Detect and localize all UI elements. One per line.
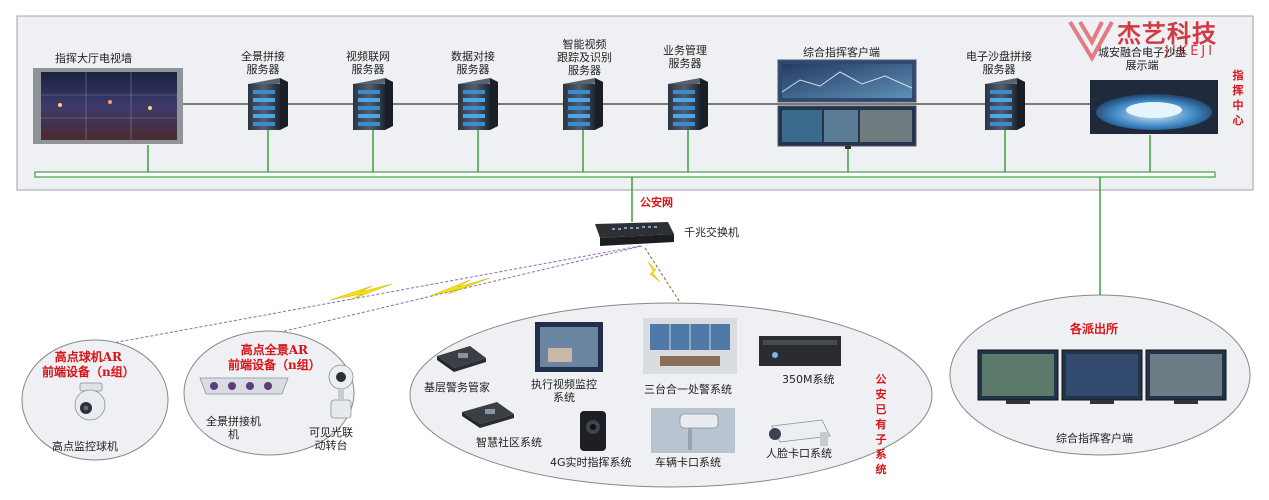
- label-ptz-camera: 可见光联 动转台: [309, 426, 353, 452]
- network-label: 公安网: [640, 196, 673, 209]
- label-station-client: 综合指挥客户端: [1056, 432, 1133, 445]
- community-device-icon: [462, 402, 514, 428]
- server-icon: [563, 78, 603, 130]
- panorama-camera-icon: [199, 377, 289, 395]
- radio-base-station-icon: [759, 336, 841, 366]
- server-icon: [458, 78, 498, 130]
- label-sandtable-display: 城安融合电子沙盘 展示端: [1098, 46, 1186, 72]
- label-smart-video-server: 智能视频 跟踪及识别 服务器: [557, 38, 612, 77]
- gigabit-switch: [595, 222, 674, 246]
- label-data-docking-server: 数据对接 服务器: [451, 50, 495, 76]
- network-bus: [34, 171, 1216, 178]
- wireless-links: [101, 245, 686, 346]
- police-device-icon: [437, 346, 486, 372]
- server-icon: [353, 78, 393, 130]
- station-monitors: [977, 349, 1227, 404]
- command-room-photo: [643, 318, 737, 374]
- label-vehicle-checkpoint: 车辆卡口系统: [655, 456, 721, 469]
- server-icon: [985, 78, 1025, 130]
- label-three-in-one: 三台合一处警系统: [644, 383, 732, 396]
- label-sandtable-server: 电子沙盘拼接 服务器: [966, 50, 1032, 76]
- switch-label: 千兆交换机: [684, 226, 739, 239]
- dome-camera-icon: [74, 382, 106, 421]
- server-icon: [248, 78, 288, 130]
- server-icons: [248, 78, 1025, 130]
- label-panorama-server: 全景拼接 服务器: [241, 50, 285, 76]
- face-camera-icon: [769, 419, 831, 446]
- vehicle-checkpoint-photo: [651, 408, 735, 453]
- panorama-group-title: 高点全景AR 前端设备（n组）: [228, 343, 321, 372]
- label-panorama-camera: 全景拼接机 机: [206, 415, 261, 441]
- label-face-checkpoint: 人脸卡口系统: [766, 447, 832, 460]
- ptz-camera-icon: [328, 364, 354, 419]
- body-camera-icon: [580, 411, 606, 451]
- label-business-server: 业务管理 服务器: [663, 44, 707, 70]
- label-police-steward: 基层警务管家: [424, 381, 490, 394]
- label-dome-camera: 高点监控球机: [52, 440, 118, 453]
- dome-group-title: 高点球机AR 前端设备（n组）: [42, 350, 135, 379]
- label-350m: 350M系统: [782, 373, 835, 386]
- video-wall-display: [33, 68, 183, 144]
- server-icon: [668, 78, 708, 130]
- company-logo-text: 杰艺科技: [1117, 20, 1217, 48]
- label-4g-command: 4G实时指挥系统: [550, 456, 632, 469]
- command-center-label: 指挥中心: [1232, 69, 1244, 127]
- command-client-screens: [777, 59, 917, 149]
- company-logo-english: JIKEJI: [1165, 44, 1216, 59]
- label-video-network-server: 视频联网 服务器: [346, 50, 390, 76]
- video-monitor-photo: [535, 322, 603, 372]
- command-center-panel: [16, 15, 1254, 191]
- sandtable-display-image: [1090, 80, 1218, 134]
- label-smart-community: 智慧社区系统: [476, 436, 542, 449]
- bus-drop-lines: [147, 130, 1151, 298]
- lightning-icons: [329, 261, 661, 301]
- station-group-title: 各派出所: [1070, 322, 1119, 336]
- label-video-monitoring: 执行视频监控 系统: [531, 378, 597, 404]
- label-video-wall: 指挥大厅电视墙: [55, 52, 132, 65]
- company-logo-mark: [1068, 20, 1114, 62]
- label-command-client: 综合指挥客户端: [803, 46, 880, 59]
- police-group-label: 公安已有子系统: [875, 373, 887, 476]
